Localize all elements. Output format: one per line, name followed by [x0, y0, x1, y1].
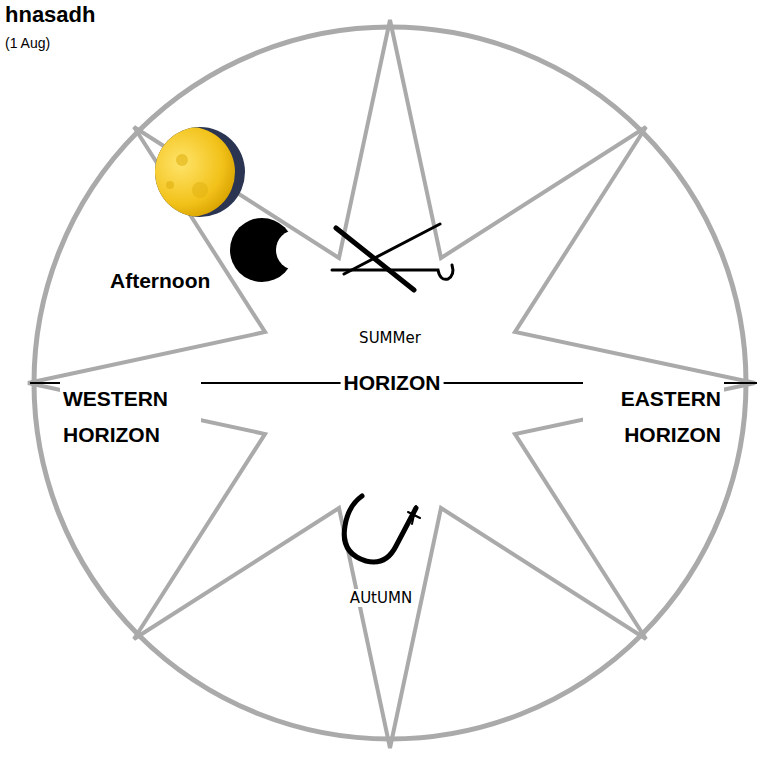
horizon-label: EASTERN HORIZON [583, 381, 724, 453]
scythe-symbol [332, 224, 453, 290]
horizon-label: WESTERN HORIZON [60, 381, 201, 453]
sickle-symbol [344, 496, 420, 562]
eight-point-star [28, 20, 755, 748]
outer-circle [34, 27, 746, 739]
festival-heading: hnasadh [2, 2, 98, 28]
date-note: (1 Aug) [2, 35, 53, 52]
season-label: SUMMer [356, 329, 424, 347]
crescent-icon [230, 218, 294, 282]
time-label: Afternoon [107, 268, 213, 293]
horizon-label: HORIZON [341, 370, 444, 395]
moon-icon [145, 127, 245, 217]
season-label: AUtUMN [347, 589, 415, 607]
